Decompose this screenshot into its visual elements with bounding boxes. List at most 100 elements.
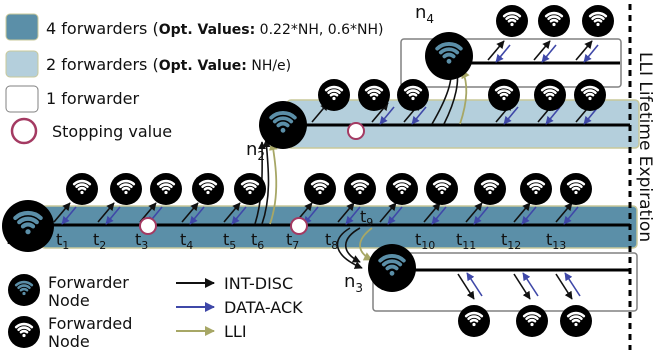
wifi-dot — [446, 58, 452, 64]
legend-swatch-two-forwarders — [5, 50, 39, 78]
wifi-dot — [488, 190, 492, 195]
wifi-arc — [469, 318, 479, 323]
wifi-arc — [201, 183, 215, 188]
wifi-arc — [547, 15, 561, 20]
wifi-dot — [372, 96, 376, 101]
wifi-arc — [435, 183, 449, 188]
wifi-arc — [531, 186, 541, 191]
wifi-dot — [25, 229, 31, 235]
wifi-arc — [522, 311, 542, 318]
legend-one-forwarder-text: 1 forwarder — [46, 89, 139, 108]
stopping-value-marker — [139, 217, 157, 235]
data-ack-arrow — [431, 206, 447, 225]
wifi-arc — [156, 179, 176, 186]
time-label: t2 — [93, 230, 106, 252]
legend-swatch-four-forwarders — [5, 13, 39, 41]
int-disc-arrow — [181, 202, 199, 223]
forwarded-node — [538, 5, 570, 37]
wifi-arc — [569, 315, 583, 320]
wifi-arc — [485, 186, 495, 191]
wifi-arc — [526, 179, 546, 186]
forwarded-node — [110, 173, 142, 205]
wifi-arc — [353, 183, 367, 188]
int-disc-arrow — [555, 202, 573, 223]
wifi-arc — [549, 18, 559, 23]
time-label: t3 — [135, 230, 148, 252]
wifi-dot — [80, 190, 84, 195]
n3-arrow-pairs — [457, 272, 581, 300]
lifetime-expiration-label: LLI Lifetime Expiration — [635, 52, 655, 242]
wifi-dot — [440, 190, 444, 195]
int-disc-arrow — [423, 202, 441, 223]
wifi-dot — [574, 190, 578, 195]
wifi-arc — [529, 183, 543, 188]
wifi-arc — [392, 179, 412, 186]
int-disc-arrow — [97, 202, 115, 223]
wifi-arc — [77, 186, 87, 191]
wifi-arc — [14, 280, 34, 287]
int-disc-arrow — [555, 273, 573, 300]
key-forwarded-line1: Forwarded — [48, 314, 132, 333]
wifi-dot — [400, 190, 404, 195]
data-ack-arrow — [495, 44, 511, 63]
int-disc-arrow — [223, 202, 241, 223]
wifi-arc — [327, 89, 341, 94]
data-ack-arrow — [545, 106, 561, 125]
node-label-n4: n4 — [415, 2, 434, 26]
forwarded-node — [304, 173, 336, 205]
forwarded-node — [358, 79, 390, 111]
wifi-arc — [310, 179, 330, 186]
forwarded-node — [496, 5, 528, 37]
wifi-dot — [548, 96, 552, 101]
wifi-dot — [502, 96, 506, 101]
wifi-dot — [358, 190, 362, 195]
wifi-dot — [588, 96, 592, 101]
data-ack-arrow — [345, 206, 361, 225]
time-label: t10 — [415, 230, 435, 252]
wifi-arc — [442, 52, 456, 59]
key-forwarder-line2: Node — [48, 291, 90, 310]
time-label: t11 — [456, 230, 476, 252]
wifi-dot — [332, 96, 336, 101]
wifi-dot — [534, 190, 538, 195]
data-ack-arrow — [105, 206, 121, 225]
int-disc-arrow — [379, 202, 397, 223]
forwarded-node — [582, 5, 614, 37]
wifi-arc — [540, 85, 560, 92]
time-label: t1 — [56, 230, 69, 252]
int-disc-curve-n1-n3 — [336, 227, 363, 269]
forwarded-node — [560, 173, 592, 205]
int-disc-arrow — [53, 202, 71, 223]
wifi-arc — [324, 85, 344, 92]
data-ack-arrow — [521, 206, 537, 225]
wifi-dot — [206, 190, 210, 195]
forwarder-node-n3 — [368, 244, 416, 292]
time-label: t13 — [546, 230, 566, 252]
data-ack-arrow — [522, 272, 539, 297]
wifi-arc — [569, 183, 583, 188]
wifi-dot — [318, 190, 322, 195]
wifi-arc — [17, 284, 31, 289]
wifi-arc — [313, 183, 327, 188]
wifi-dot — [574, 322, 578, 327]
int-disc-curve-n1-n3 — [344, 227, 361, 263]
key-forwarder-line1: Forwarder — [48, 273, 129, 292]
forwarded-node — [318, 79, 350, 111]
wifi-arc — [580, 85, 600, 92]
legend-swatch-one-forwarder — [5, 85, 39, 113]
wifi-arc — [203, 186, 213, 191]
wifi-arc — [19, 329, 29, 334]
forwarded-node — [234, 173, 266, 205]
wifi-arc — [593, 18, 603, 23]
wifi-arc — [527, 318, 537, 323]
wifi-dot — [248, 190, 252, 195]
wifi-arc — [588, 11, 608, 18]
wifi-arc — [566, 311, 586, 318]
key-forwarded-line2: Node — [48, 332, 90, 351]
wifi-arc — [507, 18, 517, 23]
data-ack-arrow — [231, 206, 247, 225]
wifi-arc — [406, 89, 420, 94]
wifi-arc — [395, 183, 409, 188]
int-disc-arrow — [465, 202, 483, 223]
wifi-dot — [510, 22, 514, 27]
